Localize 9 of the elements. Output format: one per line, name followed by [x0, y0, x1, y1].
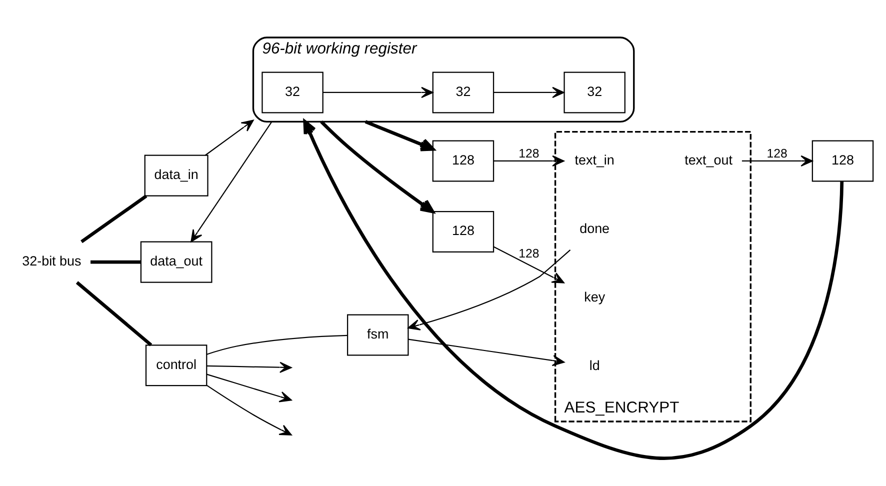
node-text: key — [584, 288, 606, 304]
node-text: text_in — [574, 152, 614, 167]
edge-label: 128 — [518, 146, 540, 160]
node-text: text_out — [684, 152, 733, 167]
edge-label: 128 — [766, 146, 788, 160]
node-text: ld — [589, 357, 600, 372]
node-text: done — [580, 220, 610, 236]
node-text: 32-bit bus — [22, 253, 82, 268]
edge-label: 128 — [518, 246, 540, 260]
